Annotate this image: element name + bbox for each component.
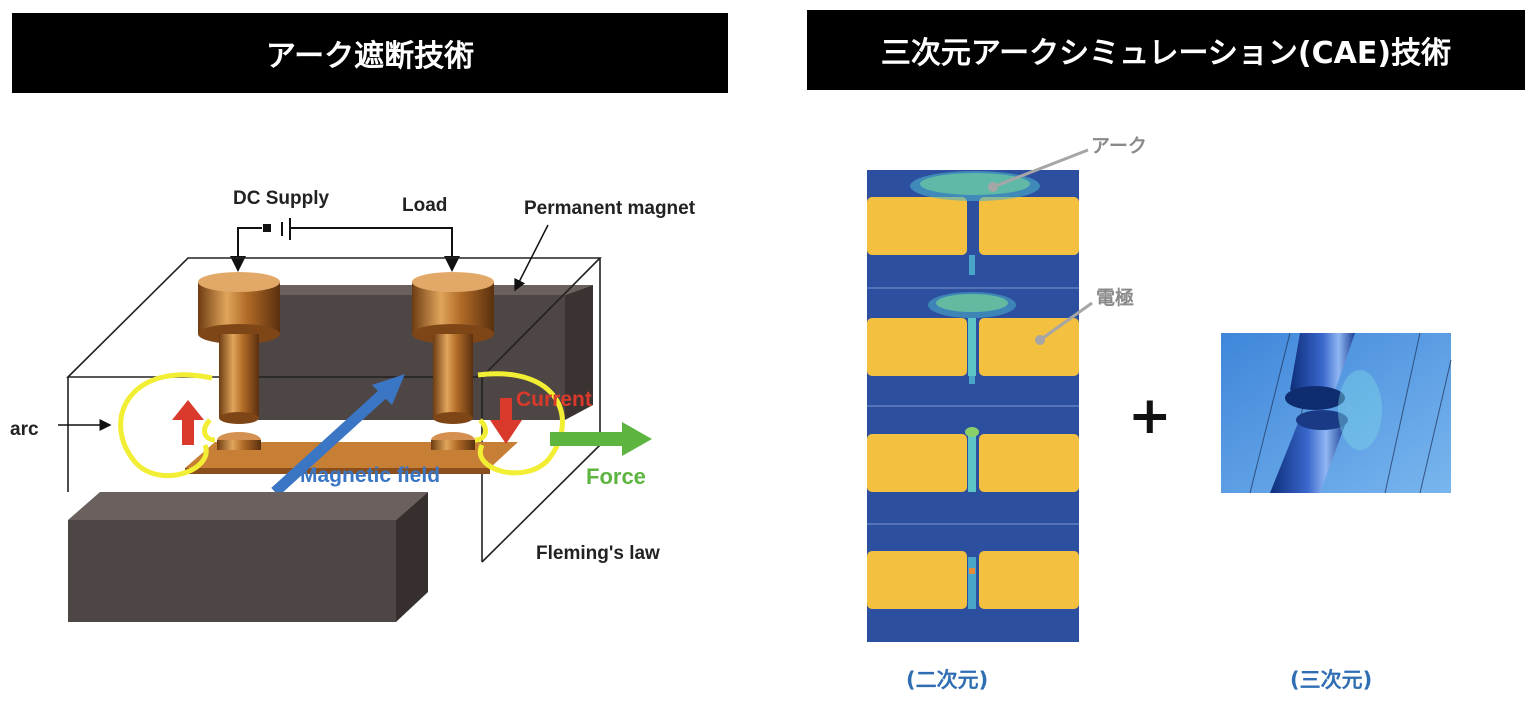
battery-terminal — [263, 224, 271, 232]
simulation-3d — [1221, 332, 1452, 494]
simulation-2d — [867, 170, 1079, 642]
left-title: アーク遮断技術 — [265, 39, 475, 74]
current-label: Current — [516, 388, 592, 411]
right-title-banner: 三次元アークシミュレーション(CAE)技術 — [807, 10, 1525, 90]
arc-callout-line — [992, 148, 1089, 189]
plus-sign: + — [1128, 386, 1172, 446]
electrode-callout-line — [1039, 301, 1093, 342]
force-label: Force — [586, 464, 646, 489]
magnet-leader — [514, 224, 549, 292]
left-title-banner: アーク遮断技術 — [12, 13, 728, 93]
dc-supply-label: DC Supply — [233, 188, 330, 209]
wiring — [230, 218, 460, 272]
right-title: 三次元アークシミュレーション(CAE)技術 — [880, 36, 1452, 71]
permanent-magnet-label: Permanent magnet — [524, 198, 696, 219]
load-label: Load — [402, 195, 448, 216]
arc-loops — [118, 371, 565, 479]
magnetic-field-arrow — [271, 374, 405, 497]
caption-3d: (三次元) — [1290, 668, 1373, 692]
front-magnet — [68, 492, 428, 622]
magnetic-field-label: Magnetic field — [300, 464, 441, 487]
left-electrode — [198, 272, 280, 450]
current-arrow-up — [172, 400, 204, 445]
right-electrode — [412, 272, 494, 450]
arc-callout-label: アーク — [1091, 135, 1147, 157]
force-arrow — [550, 422, 652, 456]
flemings-law-label: Fleming's law — [536, 543, 660, 564]
current-arrow-down — [490, 398, 522, 444]
caption-2d: (二次元) — [906, 668, 989, 692]
arc-label: arc — [10, 419, 39, 440]
electrode-callout-label: 電極 — [1096, 287, 1135, 309]
